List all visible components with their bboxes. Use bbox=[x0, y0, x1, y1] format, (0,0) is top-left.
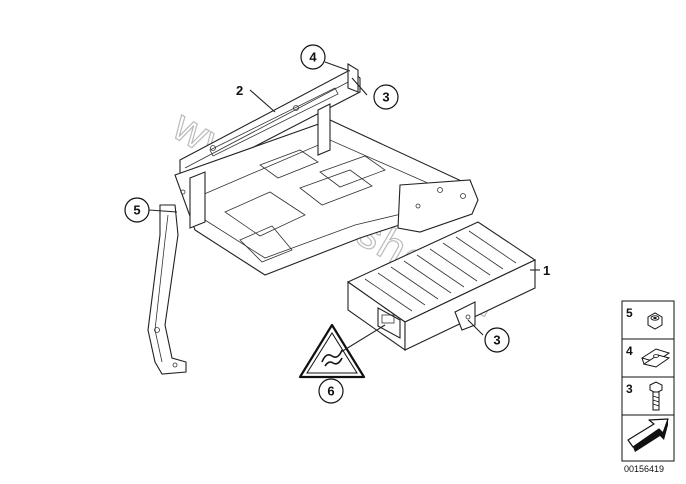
parts-legend: 5 4 3 bbox=[621, 300, 675, 462]
legend-number: 4 bbox=[626, 344, 633, 358]
callout-6: 6 bbox=[318, 378, 344, 404]
hex-bolt-icon bbox=[649, 381, 663, 411]
direction-arrow-icon[interactable] bbox=[627, 418, 669, 452]
spring-clip-nut-icon bbox=[640, 348, 671, 368]
callout-5: 5 bbox=[124, 197, 150, 223]
legend-number: 5 bbox=[626, 306, 633, 320]
leader-lines bbox=[148, 61, 540, 353]
legend-row-4: 4 bbox=[626, 344, 671, 368]
amplifier-unit bbox=[346, 221, 537, 352]
callout-label: 1 bbox=[543, 263, 550, 278]
callout-4: 4 bbox=[300, 44, 326, 70]
legend-row-5: 5 bbox=[626, 306, 663, 330]
hex-nut-icon bbox=[647, 312, 663, 330]
callout-3-lower: 3 bbox=[484, 327, 510, 353]
warning-label-sticker bbox=[298, 323, 366, 379]
legend-number: 3 bbox=[626, 382, 633, 396]
legend-row-3: 3 bbox=[626, 381, 663, 411]
callout-3-upper: 3 bbox=[373, 84, 399, 110]
callout-label: 6 bbox=[327, 384, 334, 399]
callout-label: 2 bbox=[236, 83, 243, 98]
callout-2: 2 bbox=[236, 83, 243, 98]
document-id: 00156419 bbox=[624, 464, 664, 474]
mounting-bracket bbox=[147, 63, 479, 375]
callout-1: 1 bbox=[543, 263, 550, 278]
callout-label: 5 bbox=[133, 203, 140, 218]
callout-label: 3 bbox=[493, 333, 500, 348]
callout-label: 3 bbox=[382, 90, 389, 105]
callout-label: 4 bbox=[309, 50, 317, 65]
